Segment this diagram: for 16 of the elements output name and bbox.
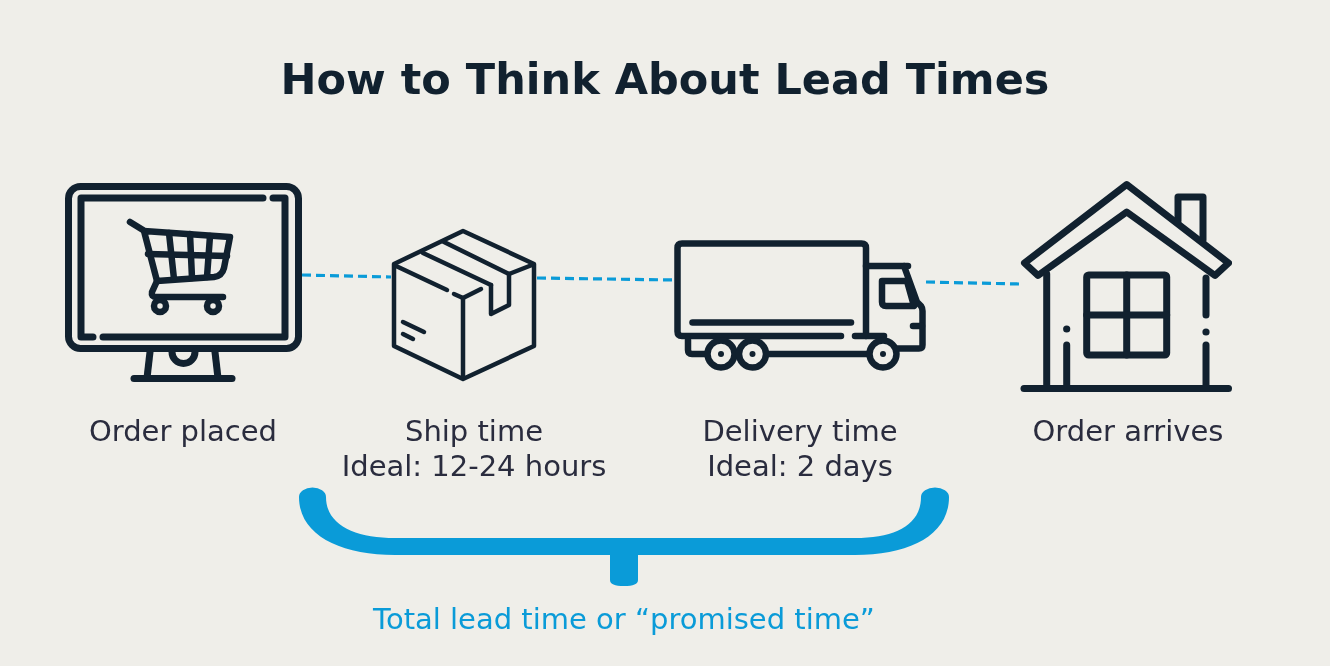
caption-text: Ideal: 2 days [707,449,893,484]
cardboard-box-icon [391,228,537,382]
truck-icon [674,240,926,372]
caption-text: Delivery time [702,414,898,449]
caption-text: Order placed [88,414,278,449]
monitor-cart-icon [65,183,302,382]
caption-text: Order arrives [1032,414,1224,449]
caption-text: Ship time [405,414,543,449]
dashed-connector [536,276,675,282]
dashed-connector [925,280,1021,286]
bracket [298,487,950,587]
caption-text: Ideal: 12-24 hours [341,449,607,484]
bracket-label: Total lead time or “promised time” [373,602,875,637]
dashed-connector [301,273,392,279]
house-icon [1020,180,1232,392]
diagram-title: How to Think About Lead Times [280,54,1050,106]
